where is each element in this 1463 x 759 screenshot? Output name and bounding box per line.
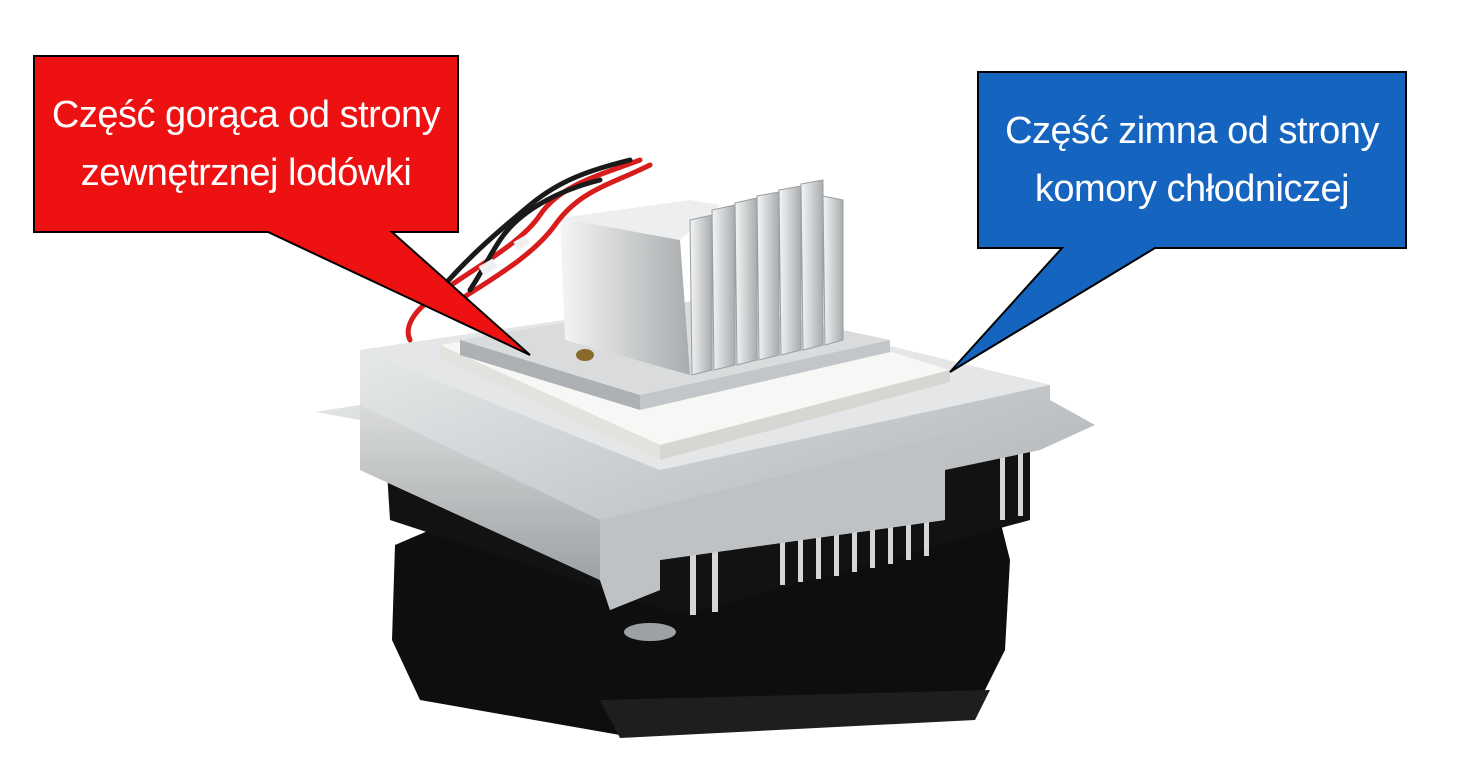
power-wires (405, 157, 653, 343)
cold-side-callout (949, 71, 1407, 373)
hot-side-label: Część gorąca od strony zewnętrznej lodów… (34, 56, 458, 232)
upper-heatsink-fins (560, 179, 844, 376)
hot-side-label-line1: Część gorąca od strony (51, 94, 441, 136)
cold-side-label: Część zimna od strony komory chłodniczej (978, 72, 1406, 248)
hot-side-callout (33, 55, 531, 356)
cold-side-label-line2: komory chłodniczej (1034, 168, 1350, 210)
cold-side-label-line1: Część zimna od strony (1005, 110, 1379, 152)
hot-side-label-line2: zewnętrznej lodówki (80, 152, 412, 194)
